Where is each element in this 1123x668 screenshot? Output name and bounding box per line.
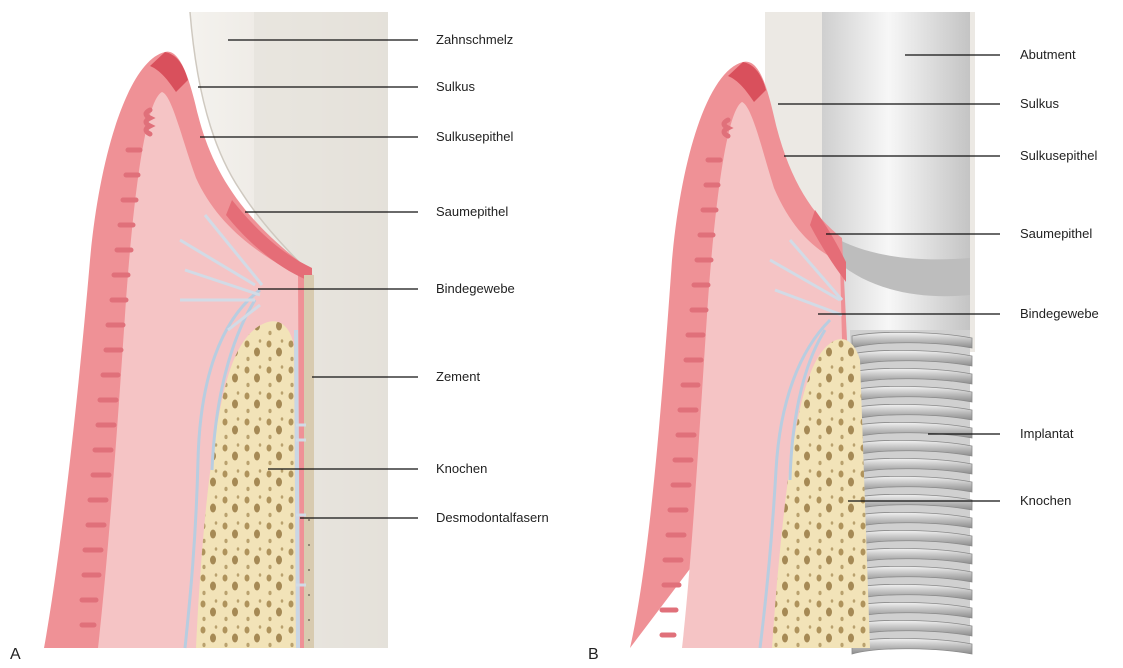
label-b-knochen: Knochen xyxy=(1020,493,1071,509)
label-a-zement: Zement xyxy=(436,369,480,385)
label-b-sulkusepithel: Sulkusepithel xyxy=(1020,148,1097,164)
label-b-implantat: Implantat xyxy=(1020,426,1073,442)
periodontal-ligament-a xyxy=(296,330,298,648)
panel-b-letter: B xyxy=(588,646,599,664)
label-b-bindegewebe: Bindegewebe xyxy=(1020,306,1099,322)
cementum xyxy=(304,275,314,648)
label-a-sulkus: Sulkus xyxy=(436,79,475,95)
label-a-sulkusepithel: Sulkusepithel xyxy=(436,129,513,145)
label-a-bindegewebe: Bindegewebe xyxy=(436,281,515,297)
label-b-abutment: Abutment xyxy=(1020,47,1076,63)
panel-b-illustration xyxy=(630,12,975,654)
label-a-desmodontalfasern: Desmodontalfasern xyxy=(436,510,549,526)
label-a-saumepithel: Saumepithel xyxy=(436,204,508,220)
label-b-sulkus: Sulkus xyxy=(1020,96,1059,112)
label-b-saumepithel: Saumepithel xyxy=(1020,226,1092,242)
label-a-knochen: Knochen xyxy=(436,461,487,477)
panel-a-illustration xyxy=(44,12,388,648)
label-a-zahnschmelz: Zahnschmelz xyxy=(436,32,513,48)
panel-a-letter: A xyxy=(10,646,21,664)
